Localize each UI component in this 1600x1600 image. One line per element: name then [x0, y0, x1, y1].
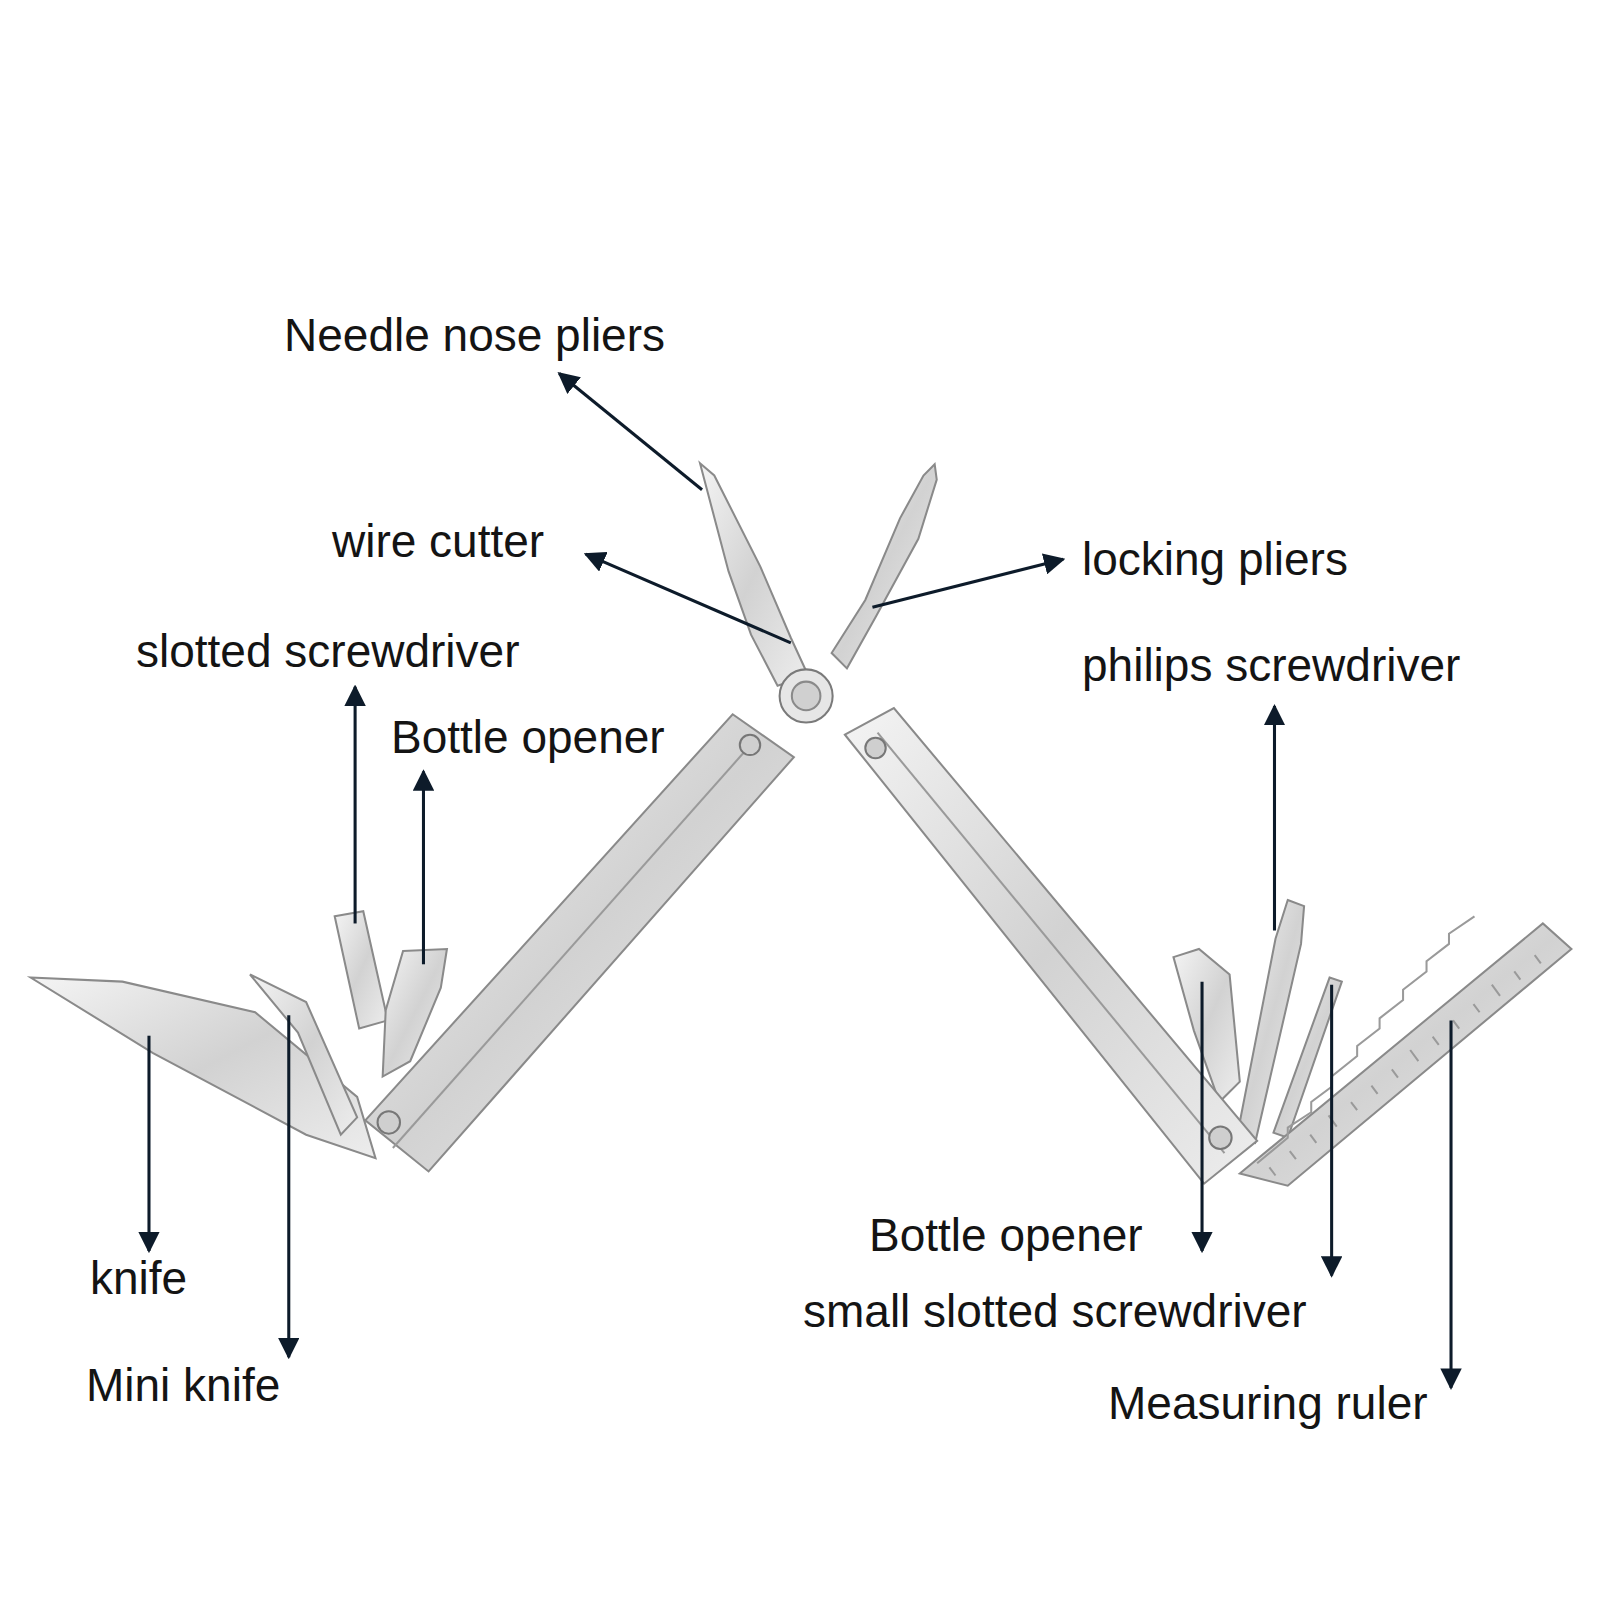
slotted-screwdriver: [335, 911, 388, 1028]
part-label: Bottle opener: [391, 712, 665, 763]
part-label: Bottle opener: [869, 1210, 1143, 1261]
rivets: [378, 669, 1232, 1149]
part-label: Measuring ruler: [1108, 1378, 1428, 1429]
part-label: Mini knife: [86, 1360, 280, 1411]
detail-lines: [393, 733, 1541, 1176]
part-label: knife: [90, 1253, 187, 1304]
mini-knife: [250, 974, 357, 1134]
part-label: Needle nose pliers: [284, 310, 665, 361]
right-handle: [845, 708, 1257, 1184]
right-jaw: [832, 464, 937, 668]
part-label: wire cutter: [332, 516, 544, 567]
part-label: slotted screwdriver: [136, 626, 519, 677]
measuring-ruler: [1240, 923, 1572, 1185]
tool-body: [31, 463, 1572, 1185]
part-label: locking pliers: [1082, 534, 1348, 585]
part-label: small slotted screwdriver: [803, 1286, 1307, 1337]
part-label: philips screwdriver: [1082, 640, 1460, 691]
left-handle: [365, 714, 794, 1171]
left-jaw: [700, 463, 808, 685]
leader-arrows: [149, 373, 1451, 1387]
